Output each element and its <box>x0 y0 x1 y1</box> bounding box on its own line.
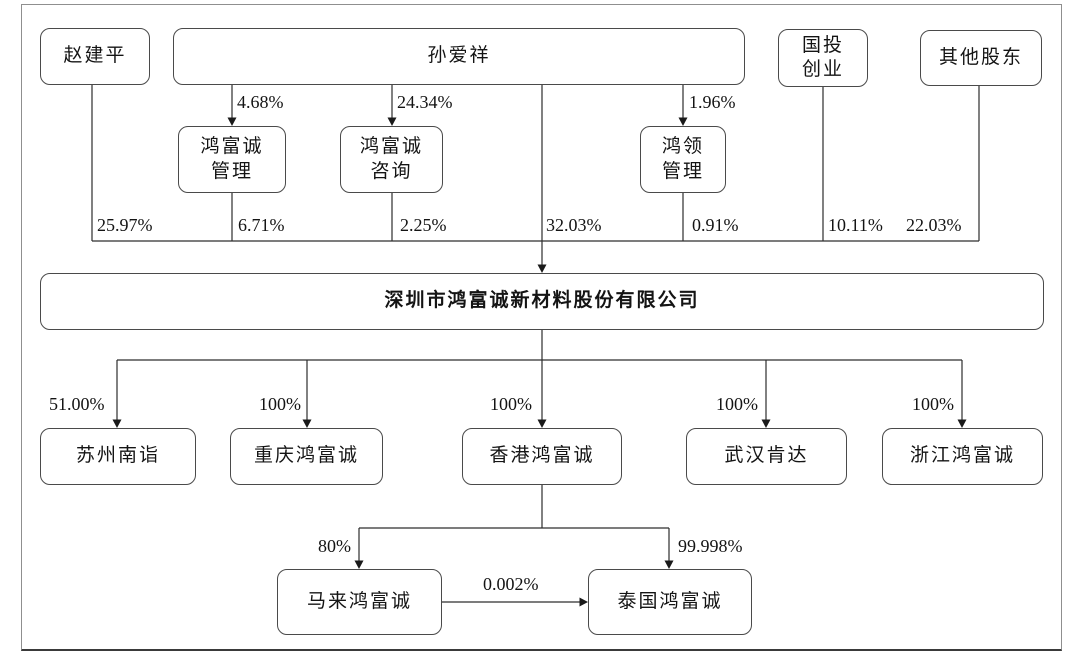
arrowheads <box>112 117 967 607</box>
node-label-line2: 管理 <box>210 160 253 182</box>
pct-zhao-to-company: 25.97% <box>97 215 153 235</box>
node-qita-gudong: 其他股东 <box>920 30 1042 86</box>
node-label: 泰国鸿富诚 <box>617 590 723 612</box>
pct-guanli-to-company: 6.71% <box>238 215 285 235</box>
node-label-line2: 创业 <box>801 59 844 80</box>
diagram-border <box>21 4 1062 651</box>
node-sunaixiang: 孙爱祥 <box>173 28 745 85</box>
node-label-line1: 鸿富诚 <box>200 135 264 157</box>
pct-guotou-to-company: 10.11% <box>828 215 883 235</box>
node-label: 孙爱祥 <box>427 45 491 67</box>
pct-sun-to-hongling: 1.96% <box>689 92 736 112</box>
node-label: 香港鸿富诚 <box>489 445 595 467</box>
node-suzhou-nanyi: 苏州南诣 <box>40 428 196 485</box>
pct-qita-to-company: 22.03% <box>906 215 962 235</box>
node-chongqing-hongfucheng: 重庆鸿富诚 <box>230 428 383 485</box>
pct-company-to-suzhou: 51.00% <box>49 394 105 414</box>
pct-hongkong-to-malai: 80% <box>318 536 351 556</box>
node-label-line2: 咨询 <box>370 160 413 182</box>
node-label: 其他股东 <box>938 46 1023 68</box>
pct-sun-to-guanli: 4.68% <box>237 92 284 112</box>
node-label-line2: 管理 <box>661 160 704 182</box>
pct-company-to-chongqing: 100% <box>259 394 301 414</box>
node-label: 重庆鸿富诚 <box>253 445 359 467</box>
pct-sun-to-company: 32.03% <box>546 215 602 235</box>
node-malai-hongfucheng: 马来鸿富诚 <box>277 569 442 635</box>
node-label-line1: 鸿领 <box>661 135 704 157</box>
pct-zixun-to-company: 2.25% <box>400 215 447 235</box>
node-label: 赵建平 <box>63 45 127 67</box>
node-guotou-chuangye: 国投 创业 <box>778 29 868 87</box>
node-label-line1: 鸿富诚 <box>359 135 423 157</box>
pct-company-to-hongkong: 100% <box>490 394 532 414</box>
node-hongfucheng-zixun: 鸿富诚 咨询 <box>340 126 443 193</box>
node-label: 苏州南诣 <box>75 445 160 467</box>
node-wuhan-kenda: 武汉肯达 <box>686 428 847 485</box>
node-label-line1: 国投 <box>801 35 844 57</box>
pct-company-to-wuhan: 100% <box>716 394 758 414</box>
node-label: 马来鸿富诚 <box>306 590 412 612</box>
node-hongkong-hongfucheng: 香港鸿富诚 <box>462 428 622 485</box>
node-label: 浙江鸿富诚 <box>909 445 1015 467</box>
pct-hongling-to-company: 0.91% <box>692 215 739 235</box>
node-hongfucheng-guanli: 鸿富诚 管理 <box>178 126 286 193</box>
node-main-company: 深圳市鸿富诚新材料股份有限公司 <box>40 273 1044 330</box>
node-label: 深圳市鸿富诚新材料股份有限公司 <box>384 290 700 312</box>
pct-hongkong-to-taiguo: 99.998% <box>678 536 743 556</box>
node-hongling-guanli: 鸿领 管理 <box>640 126 726 193</box>
node-zhejiang-hongfucheng: 浙江鸿富诚 <box>882 428 1043 485</box>
pct-malai-to-taiguo: 0.002% <box>483 574 539 594</box>
node-taiguo-hongfucheng: 泰国鸿富诚 <box>588 569 752 635</box>
pct-company-to-zhejiang: 100% <box>912 394 954 414</box>
node-zhaojianping: 赵建平 <box>40 28 150 85</box>
node-label: 武汉肯达 <box>724 445 809 467</box>
pct-sun-to-zixun: 24.34% <box>397 92 453 112</box>
